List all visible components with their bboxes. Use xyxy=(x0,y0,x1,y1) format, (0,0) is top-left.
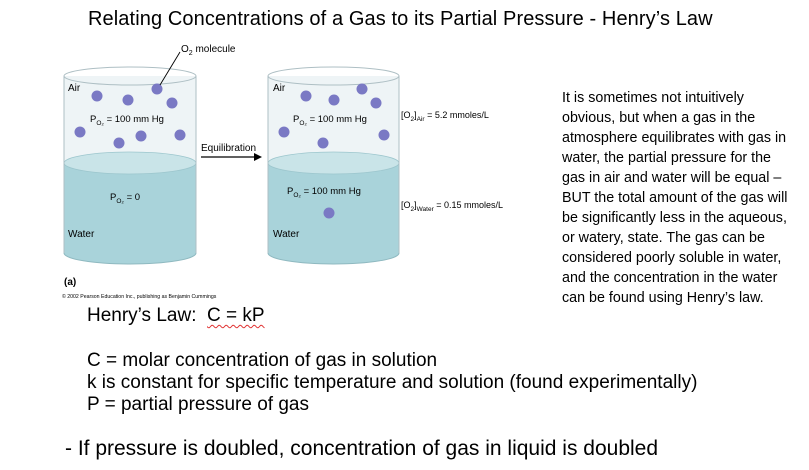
o2-molecule xyxy=(300,90,312,102)
right-air-pressure: PO₂ = 100 mm Hg xyxy=(293,114,367,127)
o2-molecule xyxy=(91,90,103,102)
o2-molecule-callout: O2 molecule xyxy=(181,44,236,57)
o2-molecule xyxy=(328,94,340,106)
right-air-label: Air xyxy=(273,83,286,94)
definitions-block: C = molar concentration of gas in soluti… xyxy=(87,350,697,416)
right-beaker-water-surface xyxy=(267,151,400,175)
o2-molecule xyxy=(166,97,178,109)
o2-molecule xyxy=(370,97,382,109)
o2-molecule xyxy=(151,83,163,95)
equilibration-arrow-head xyxy=(254,153,262,161)
water-concentration-label: [O2]Water = 0.15 mmoles/L xyxy=(401,200,503,213)
panel-label: (a) xyxy=(64,277,76,288)
o2-molecule xyxy=(135,130,147,142)
equilibration-label: Equilibration xyxy=(201,143,256,154)
o2-molecule-dissolved xyxy=(323,207,335,219)
left-beaker-water xyxy=(64,163,196,264)
slide-title: Relating Concentrations of a Gas to its … xyxy=(88,8,713,30)
o2-molecule xyxy=(122,94,134,106)
left-air-label: Air xyxy=(68,83,81,94)
left-water-label: Water xyxy=(68,229,95,240)
left-air-pressure: PO₂ = 100 mm Hg xyxy=(90,114,164,127)
o2-molecule xyxy=(113,137,125,149)
henrys-law-heading: Henry’s Law: C = kP xyxy=(87,305,265,327)
o2-callout-leader xyxy=(159,51,181,86)
o2-molecule xyxy=(278,126,290,138)
definition-c: C = molar concentration of gas in soluti… xyxy=(87,350,438,371)
definition-k: k is constant for specific temperature a… xyxy=(87,372,698,393)
left-beaker-base xyxy=(63,252,197,265)
right-water-label: Water xyxy=(273,229,300,240)
henrys-law-figure: Air PO₂ = 100 mm Hg PO₂ = 0 Water O2 mol… xyxy=(62,44,503,300)
explanation-text: It is sometimes not intuitively obvious,… xyxy=(562,90,788,306)
o2-molecule xyxy=(317,137,329,149)
right-beaker: Air PO₂ = 100 mm Hg PO₂ = 100 mm Hg Wate… xyxy=(267,66,400,265)
conclusion-statement: - If pressure is doubled, concentration … xyxy=(65,437,659,460)
copyright-notice: © 2002 Pearson Education Inc., publishin… xyxy=(62,293,217,300)
left-water-pressure: PO₂ = 0 xyxy=(110,192,140,205)
o2-molecule xyxy=(74,126,86,138)
right-beaker-base xyxy=(267,252,400,265)
definition-p: P = partial pressure of gas xyxy=(87,394,309,415)
o2-molecule xyxy=(356,83,368,95)
left-beaker: Air PO₂ = 100 mm Hg PO₂ = 0 Water xyxy=(63,66,197,265)
henrys-law-formula: C = kP xyxy=(207,305,265,326)
o2-molecule xyxy=(378,129,390,141)
o2-molecule xyxy=(174,129,186,141)
henrys-law-label: Henry’s Law: xyxy=(87,305,208,326)
air-concentration-label: [O2]Air = 5.2 mmoles/L xyxy=(401,110,489,123)
right-water-pressure: PO₂ = 100 mm Hg xyxy=(287,186,361,199)
left-beaker-water-surface xyxy=(63,151,197,175)
